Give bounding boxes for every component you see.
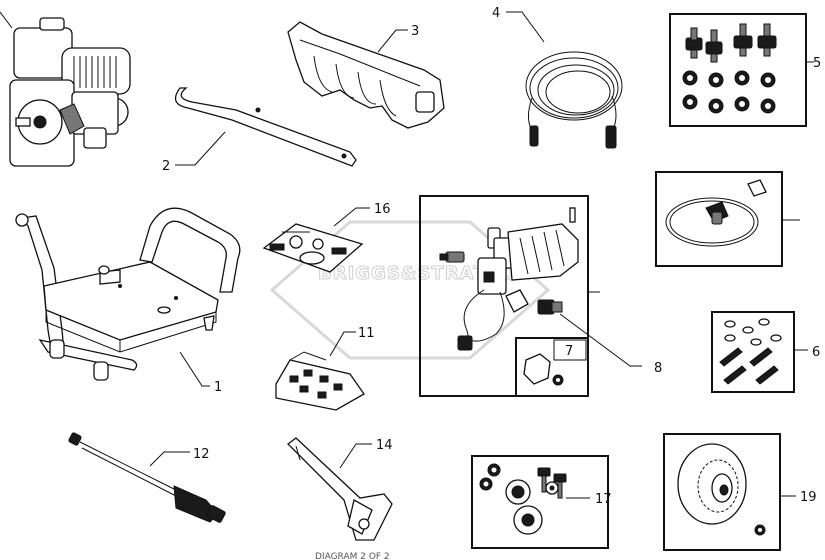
pump-assembly-box <box>419 195 589 397</box>
label-engine-mount-kit: 5 <box>813 56 821 71</box>
pump-adapter-kit-box <box>515 337 589 397</box>
hose-clamp-kit-illustration[interactable] <box>665 179 767 247</box>
label-pump-adapter-kit: 7 <box>565 344 573 359</box>
frame-illustration[interactable] <box>15 207 241 381</box>
leader-frame <box>179 351 210 387</box>
label-wheel: 19 <box>800 490 817 505</box>
footer-caption: DIAGRAM 2 OF 2 <box>315 552 390 560</box>
leader-decal-kit <box>333 207 370 227</box>
label-spray-gun: 14 <box>376 438 393 453</box>
label-decal-kit: 16 <box>374 202 391 217</box>
handle-illustration[interactable] <box>174 87 357 167</box>
wheel-hardware-kit-box <box>471 455 609 549</box>
leader-spray-gun <box>339 443 372 469</box>
hose-clamp-kit-box <box>655 171 783 267</box>
shroud-illustration[interactable] <box>287 21 445 129</box>
wheel-box <box>663 433 781 551</box>
pump-mount-kit-box <box>711 311 795 393</box>
label-shroud: 3 <box>411 24 419 39</box>
engine-illustration[interactable] <box>0 11 131 167</box>
spray-wand-illustration[interactable] <box>68 432 226 523</box>
wheel-hardware-kit-illustration[interactable] <box>479 463 567 535</box>
spray-gun-illustration[interactable] <box>287 437 393 541</box>
label-handle: 2 <box>162 159 170 174</box>
label-wheel-hardware-kit: 17 <box>595 492 612 507</box>
label-hose: 4 <box>492 6 500 21</box>
engine-mount-kit-illustration[interactable] <box>682 23 777 114</box>
leader-spray-wand <box>149 451 190 467</box>
leader-handle <box>175 131 226 166</box>
label-nozzle-kit: 11 <box>358 326 375 341</box>
label-frame: 1 <box>214 380 222 395</box>
leader-nozzle-kit <box>329 331 356 357</box>
leader-shroud <box>377 29 408 53</box>
leader-hose <box>506 11 545 43</box>
pump-adapter-kit-illustration[interactable] <box>523 353 564 386</box>
label-pump-outlet-kit: 8 <box>654 361 662 376</box>
pump-adapter-label-box <box>553 339 587 361</box>
pump-mount-kit-illustration[interactable] <box>719 318 782 385</box>
label-pump-mount-kit: 6 <box>812 345 820 360</box>
wheel-illustration[interactable] <box>677 443 766 536</box>
pump-assembly-illustration[interactable] <box>439 207 579 351</box>
engine-mount-kit-box <box>669 13 807 127</box>
high-pressure-hose-illustration[interactable] <box>525 51 623 149</box>
leader-pump-outlet-kit <box>559 313 642 367</box>
label-spray-wand: 12 <box>193 447 210 462</box>
nozzle-kit-illustration[interactable] <box>275 351 365 411</box>
decal-kit-illustration[interactable] <box>262 223 364 273</box>
